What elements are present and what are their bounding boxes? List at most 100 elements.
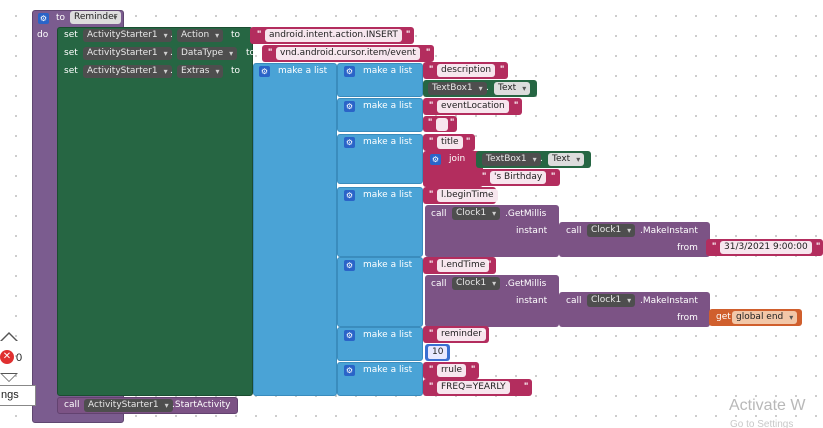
set1-property-dropdown[interactable]: Action xyxy=(177,29,224,42)
quote-icon: " xyxy=(268,47,273,57)
outer-make-list-block[interactable] xyxy=(253,63,337,396)
pair5-clock-dropdown[interactable]: Clock1 xyxy=(452,277,501,290)
set2-value[interactable]: vnd.android.cursor.item/event xyxy=(276,47,420,60)
start-call-label: call xyxy=(64,400,80,410)
quote-icon: " xyxy=(816,241,821,251)
set3-component-dropdown[interactable]: ActivityStarter1 xyxy=(83,65,172,78)
pair5-key[interactable]: l.endTime xyxy=(437,259,490,272)
pair3-dot: . xyxy=(540,154,543,164)
set3-dot: . xyxy=(170,66,173,76)
procedure-do-label: do xyxy=(37,30,49,40)
set1-value[interactable]: android.intent.action.INSERT xyxy=(265,29,402,42)
quote-icon: " xyxy=(429,328,434,338)
set2-component-dropdown[interactable]: ActivityStarter1 xyxy=(83,47,172,60)
quote-icon: " xyxy=(450,117,455,127)
pair6-make-list-label: make a list xyxy=(363,330,413,340)
pair1-make-list-label: make a list xyxy=(363,66,413,76)
gear-icon[interactable]: ⚙ xyxy=(430,154,441,165)
show-warnings-button[interactable]: ngs xyxy=(0,385,36,406)
gear-icon[interactable]: ⚙ xyxy=(344,66,355,77)
pair4-makeinstant-label: .MakeInstant xyxy=(640,226,698,236)
pair6-key[interactable]: reminder xyxy=(437,328,486,341)
quote-icon: " xyxy=(429,381,434,391)
quote-icon: " xyxy=(471,364,476,374)
start-method-label: .StartActivity xyxy=(172,400,231,410)
set2-dot: . xyxy=(170,48,173,58)
pair4-from-label: from xyxy=(677,243,698,253)
quote-icon: " xyxy=(257,29,262,39)
pair4-make-list-label: make a list xyxy=(363,190,413,200)
quote-icon: " xyxy=(429,364,434,374)
setter-region xyxy=(57,27,253,396)
pair4-call-label: call xyxy=(431,209,447,219)
quote-icon: " xyxy=(406,29,411,39)
activate-watermark-sub: Go to Settings xyxy=(730,419,794,428)
pair2-make-list-label: make a list xyxy=(363,101,413,111)
pair2-value[interactable] xyxy=(436,118,448,131)
pair5-clock2-dropdown[interactable]: Clock1 xyxy=(587,294,636,307)
pair5-call2-label: call xyxy=(566,296,582,306)
pair5-variable-dropdown[interactable]: global end xyxy=(732,311,798,324)
quote-icon: " xyxy=(481,328,486,338)
gear-icon[interactable]: ⚙ xyxy=(38,13,49,24)
pair3-suffix[interactable]: 's Birthday xyxy=(490,171,547,184)
pair2-key[interactable]: eventLocation xyxy=(437,100,509,113)
set2-property-dropdown[interactable]: DataType xyxy=(177,47,238,60)
quote-icon: " xyxy=(500,64,505,74)
set1-to-label: to xyxy=(231,30,241,40)
set3-to-label: to xyxy=(231,66,241,76)
pair7-key[interactable]: rrule xyxy=(437,364,466,377)
quote-icon: " xyxy=(428,117,433,127)
set2-to-label: to xyxy=(246,48,256,58)
join-label: join xyxy=(449,154,466,164)
pair4-date[interactable]: 31/3/2021 9:00:00 xyxy=(720,241,812,254)
gear-icon[interactable]: ⚙ xyxy=(344,101,355,112)
quote-icon: " xyxy=(482,171,487,181)
pair4-instant-label: instant xyxy=(516,226,548,236)
procedure-name-field[interactable]: Reminder xyxy=(70,11,122,24)
pair1-property-dropdown[interactable]: Text xyxy=(494,82,531,95)
pair1-key[interactable]: description xyxy=(437,64,496,77)
set3-property-dropdown[interactable]: Extras xyxy=(177,65,224,78)
set1-component-dropdown[interactable]: ActivityStarter1 xyxy=(83,29,172,42)
gear-icon[interactable]: ⚙ xyxy=(344,260,355,271)
set2-label: set xyxy=(64,48,78,58)
pair4-call2-label: call xyxy=(566,226,582,236)
pair4-clock-dropdown[interactable]: Clock1 xyxy=(452,207,501,220)
quote-icon: " xyxy=(429,100,434,110)
pair7-value[interactable]: FREQ=YEARLY xyxy=(437,381,510,394)
gear-icon[interactable]: ⚙ xyxy=(344,190,355,201)
show-warnings-label: ngs xyxy=(1,389,19,401)
pair4-key[interactable]: l.beginTime xyxy=(437,189,498,202)
quote-icon: " xyxy=(466,136,471,146)
pair5-makeinstant-label: .MakeInstant xyxy=(640,296,698,306)
quote-icon: " xyxy=(551,171,556,181)
quote-icon: " xyxy=(429,259,434,269)
warnings-up-arrow-inner xyxy=(2,334,16,341)
quote-icon: " xyxy=(429,189,434,199)
pair4-clock2-dropdown[interactable]: Clock1 xyxy=(587,224,636,237)
error-icon: ✕ xyxy=(0,350,14,364)
pair3-property-dropdown[interactable]: Text xyxy=(548,153,585,166)
procedure-to-label: to xyxy=(56,13,66,23)
gear-icon[interactable]: ⚙ xyxy=(344,365,355,376)
pair5-from-label: from xyxy=(677,313,698,323)
quote-icon: " xyxy=(524,381,529,391)
quote-icon: " xyxy=(487,259,492,269)
error-count: 0 xyxy=(16,352,23,364)
gear-icon[interactable]: ⚙ xyxy=(259,66,270,77)
pair3-component-dropdown[interactable]: TextBox1 xyxy=(482,153,541,166)
pair3-make-list-label: make a list xyxy=(363,137,413,147)
pair5-getmillis-label: .GetMillis xyxy=(505,279,547,289)
gear-icon[interactable]: ⚙ xyxy=(344,137,355,148)
pair1-component-dropdown[interactable]: TextBox1 xyxy=(428,82,487,95)
pair3-key[interactable]: title xyxy=(437,136,463,149)
start-component-dropdown[interactable]: ActivityStarter1 xyxy=(84,399,173,412)
gear-icon[interactable]: ⚙ xyxy=(344,330,355,341)
warnings-down-arrow-inner xyxy=(2,374,16,381)
quote-icon: " xyxy=(514,100,519,110)
pair5-get-label: get xyxy=(716,312,731,322)
pair6-value[interactable]: 10 xyxy=(428,346,448,359)
quote-icon: " xyxy=(426,47,431,57)
outer-make-list-label: make a list xyxy=(278,66,328,76)
